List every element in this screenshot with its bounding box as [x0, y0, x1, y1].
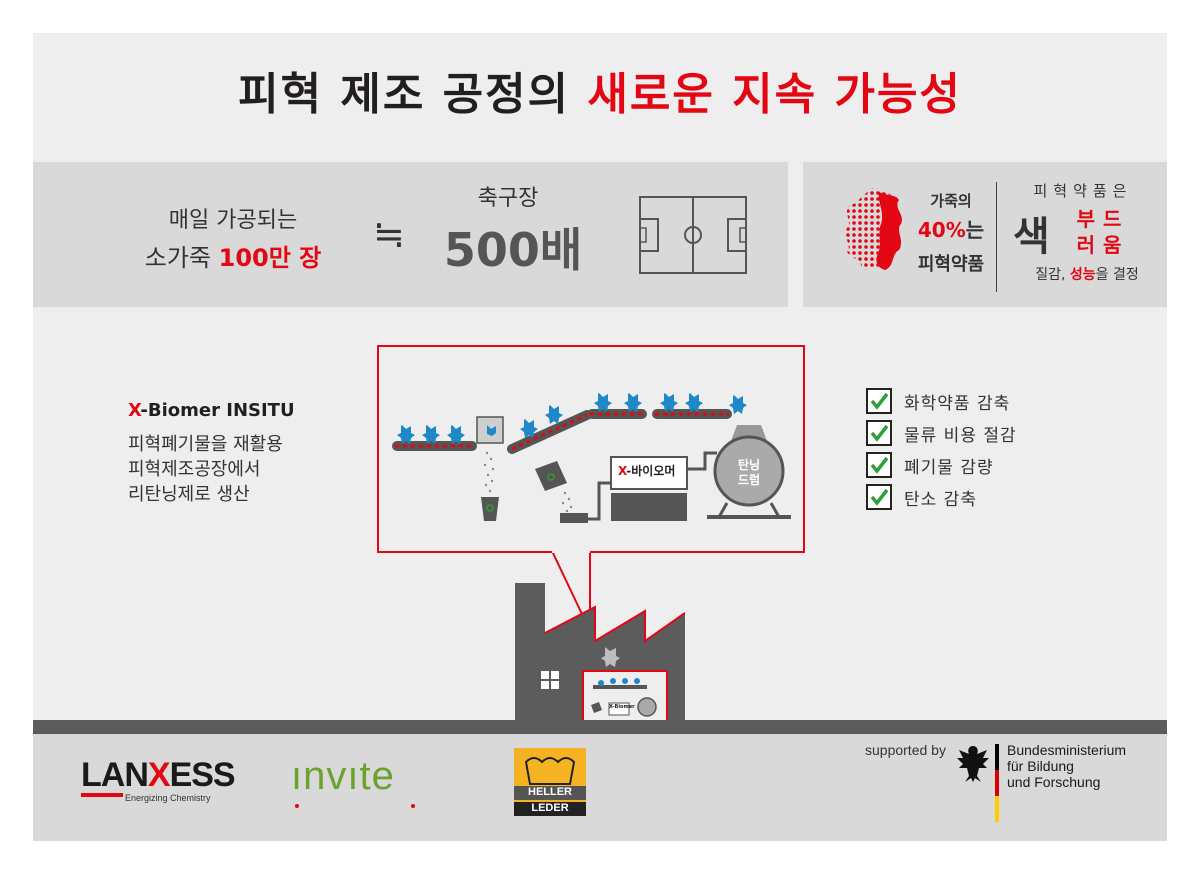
- benefit-label: 탄소 감축: [904, 489, 977, 510]
- chemical-percent-value: 40%: [917, 218, 966, 242]
- lanxess-tagline: Energizing Chemistry: [125, 793, 211, 803]
- benefit-label: 폐기물 감량: [904, 457, 994, 478]
- football-field-multiple: 500배: [443, 223, 583, 277]
- properties-text: 질감, 성능을 결정: [1008, 264, 1166, 284]
- lanxess-part1: LAN: [81, 756, 149, 794]
- heller-leder-logo: HELLER LEDER: [514, 748, 586, 820]
- lanxess-wordmark: LANXESS: [81, 756, 236, 795]
- xbiomer-desc-line-1: 피혁폐기물을 재활용: [128, 434, 283, 455]
- factory-illustration: [515, 583, 686, 722]
- checkbox-icon: [866, 388, 892, 414]
- invite-logo: ınvıte: [291, 754, 395, 798]
- football-field-icon: [639, 196, 747, 274]
- bucket-pour: [535, 461, 588, 523]
- chemicals-panel: 가죽의 40%는 피혁약품 피혁약품은 색 부드 러움 질감, 성능을 결정: [803, 162, 1167, 307]
- benefit-item: 탄소 감축: [866, 481, 1017, 513]
- invite-dots: [295, 804, 415, 808]
- chemical-percent: 40%는: [901, 214, 1001, 243]
- drum-label-line-2: 드럼: [737, 473, 761, 487]
- tanning-drum: [707, 425, 791, 519]
- softness-line-2: 러움: [1076, 233, 1130, 257]
- determines-label: 을 결정: [1095, 267, 1139, 283]
- approx-symbol: ≒: [373, 212, 405, 256]
- benefit-item: 화학약품 감축: [866, 385, 1017, 417]
- stats-panel: 매일 가공되는 소가죽 100만 장 ≒ 축구장 500배: [33, 162, 788, 307]
- hides-value: 100만 장: [218, 244, 322, 272]
- leather-hide-icon: [845, 188, 902, 270]
- benefit-label: 화학약품 감축: [904, 393, 1011, 414]
- bmbf-line-1: Bundesministerium: [1007, 742, 1127, 758]
- xbiomer-reactor-label: X-바이오머: [618, 462, 675, 479]
- lanxess-part2: ESS: [169, 756, 236, 794]
- ground-strip: [33, 720, 1167, 734]
- drum-label-line-1: 탄닝: [737, 458, 761, 472]
- chemical-percent-suffix: 는: [965, 218, 985, 242]
- divider: [996, 182, 997, 292]
- federal-eagle-icon: [957, 746, 989, 782]
- title-part1: 피혁 제조 공정의: [238, 69, 588, 120]
- checkbox-icon: [866, 420, 892, 446]
- page-title: 피혁 제조 공정의 새로운 지속 가능성: [0, 58, 1200, 122]
- xbiomer-x: X: [128, 400, 141, 421]
- checkbox-icon: [866, 484, 892, 510]
- xbiomer-desc-line-2: 피혁제조공장에서: [128, 459, 261, 480]
- softness-line-1: 부드: [1076, 207, 1130, 231]
- xbiomer-reactor: [588, 451, 717, 521]
- color-label: 색: [1013, 214, 1050, 260]
- benefits-checklist: 화학약품 감축 물류 비용 절감 폐기물 감량 탄소 감축: [866, 385, 1017, 513]
- benefit-label: 물류 비용 절감: [904, 425, 1017, 446]
- hides-count: 소가죽 100만 장: [103, 238, 363, 273]
- hide-icons-1: [397, 425, 465, 444]
- lanxess-x: X: [147, 756, 171, 794]
- hides-label: 소가죽: [144, 244, 219, 272]
- process-diagram: [377, 345, 805, 553]
- shredder: [476, 416, 504, 521]
- leder-text: LEDER: [531, 802, 569, 814]
- bmbf-line-2: für Bildung: [1007, 758, 1074, 774]
- performance-label: 성능: [1069, 267, 1096, 283]
- xbiomer-desc-line-3: 리탄닝제로 생산: [128, 484, 250, 505]
- hide-icons-2: [520, 393, 747, 438]
- football-field-label: 축구장: [477, 186, 539, 211]
- reactor-label-name: -바이오머: [626, 464, 676, 478]
- daily-processed-label: 매일 가공되는: [168, 208, 298, 233]
- xbiomer-title: X-Biomer INSITU: [128, 400, 295, 421]
- lanxess-bar: [81, 793, 123, 797]
- benefit-item: 폐기물 감량: [866, 449, 1017, 481]
- title-part2: 새로운 지속 가능성: [587, 69, 962, 120]
- bmbf-name: Bundesministerium für Bildung und Forsch…: [1007, 742, 1126, 790]
- reactor-label-x: X: [618, 464, 627, 478]
- bmbf-line-3: und Forschung: [1007, 774, 1101, 790]
- tanning-drum-label: 탄닝 드럼: [729, 458, 769, 488]
- softness-label: 부드 러움: [1073, 206, 1133, 258]
- conveyor-belt-2: [507, 409, 732, 454]
- footer-logos: LANXESS Energizing Chemistry ınvıte HELL…: [33, 734, 1167, 841]
- texture-label: 질감,: [1035, 267, 1070, 283]
- lanxess-logo: LANXESS Energizing Chemistry: [81, 756, 236, 803]
- leather-label: 가죽의: [930, 192, 972, 210]
- conveyor-belt-1: [392, 441, 477, 451]
- german-flag-bar: [995, 744, 999, 822]
- factory-mini-label: X-Biomer: [609, 704, 635, 710]
- chemicals-heading: 피혁약품은: [1033, 182, 1133, 200]
- chemicals-label: 피혁약품: [917, 254, 985, 275]
- supported-by-label: supported by: [865, 742, 946, 758]
- heller-text: HELLER: [528, 786, 572, 798]
- heller-emblem-icon: [514, 748, 586, 816]
- benefit-item: 물류 비용 절감: [866, 417, 1017, 449]
- checkbox-icon: [866, 452, 892, 478]
- xbiomer-name: -Biomer INSITU: [140, 400, 295, 421]
